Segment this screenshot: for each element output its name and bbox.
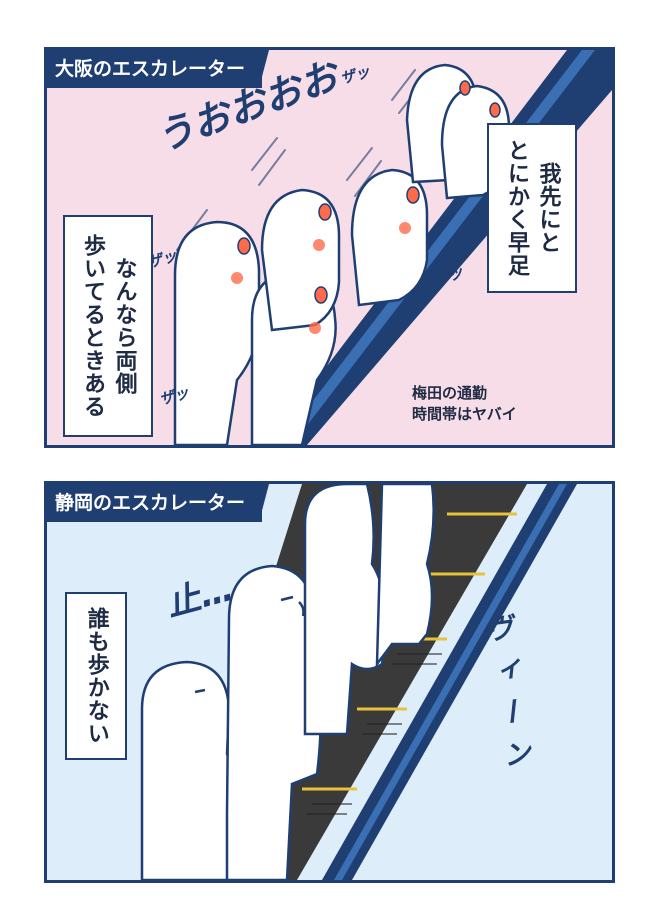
person-3 xyxy=(303,484,387,736)
step-grooves xyxy=(307,653,442,815)
person-1 xyxy=(173,220,261,445)
cheeks xyxy=(231,222,411,334)
person-4 xyxy=(375,484,435,668)
box-text-line: 我先にと xyxy=(535,162,561,254)
handrail-highlight xyxy=(334,484,567,880)
caption-line: 梅田の通勤 xyxy=(412,384,488,402)
box-text-line: 歩いてるときある xyxy=(80,234,105,418)
standing-people xyxy=(140,484,435,880)
shizuoka-escalator-illustration xyxy=(140,484,577,880)
caption-umeda: 梅田の通勤 時間帯はヤバイ xyxy=(412,383,517,425)
panel-osaka: 大阪のエスカレーター xyxy=(44,47,615,448)
faces xyxy=(194,595,305,694)
panel-title: 大阪のエスカレーター xyxy=(47,50,270,88)
panel-shizuoka: 静岡のエスカレーター 止… ヴィーン 誰も歩かない xyxy=(44,481,615,883)
caption-line: 時間帯はヤバイ xyxy=(412,405,517,423)
box-text-line: 誰も歩かない xyxy=(83,607,109,745)
box-text-line: なんなら両側 xyxy=(111,257,137,395)
mouths xyxy=(237,80,501,304)
panel-title: 静岡のエスカレーター xyxy=(47,484,270,522)
box-text-line: とにかく早足 xyxy=(504,139,529,277)
person-4 xyxy=(350,168,429,307)
speech-box-both-sides: なんなら両側 歩いてるときある xyxy=(63,215,153,437)
speech-box-nobody-walks: 誰も歩かない xyxy=(65,592,127,760)
speech-box-hurry: 我先にと とにかく早足 xyxy=(487,123,577,293)
